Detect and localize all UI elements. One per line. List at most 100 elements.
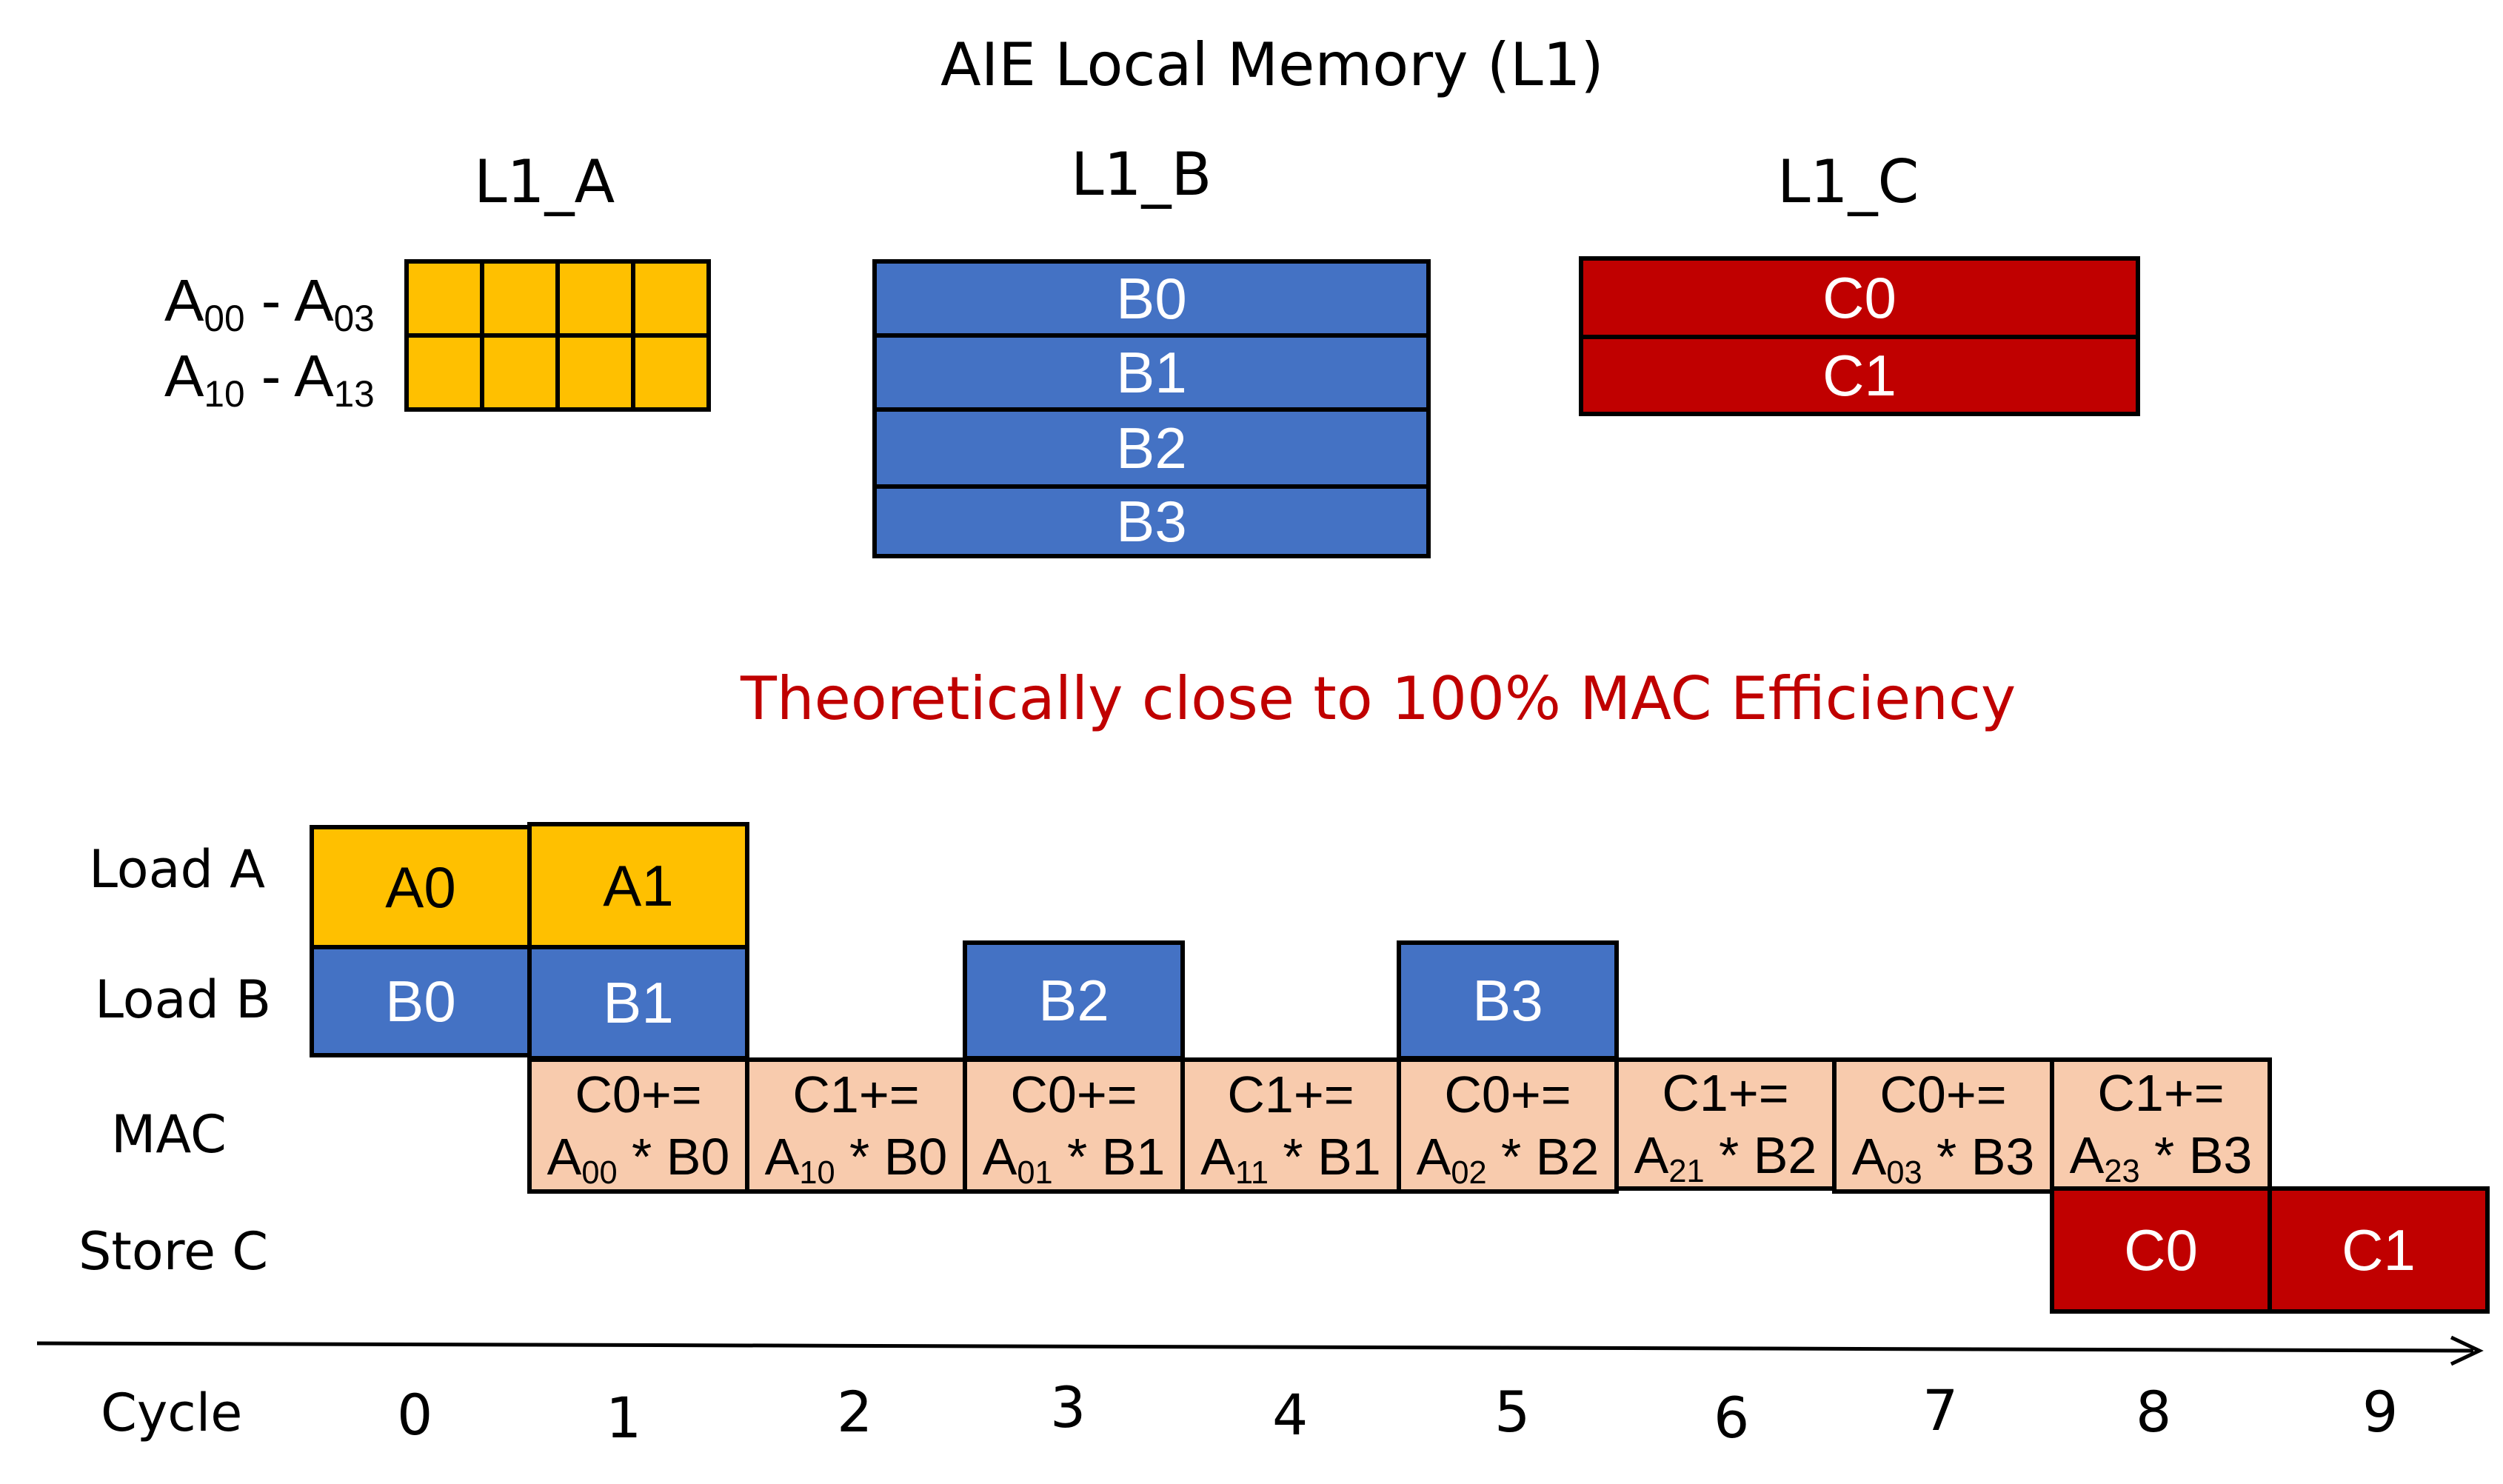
mac-op-sign: * xyxy=(1486,1128,1536,1186)
mac-op-expr: A23 * B3 xyxy=(2069,1124,2253,1190)
l1-a-row-0-right-sub: 03 xyxy=(333,297,375,339)
load-b-label: B3 xyxy=(1472,967,1543,1033)
mac-a-sub: 03 xyxy=(1886,1155,1922,1191)
memory-title: AIE Local Memory (L1) xyxy=(940,30,1604,99)
l1-a-row-0-left-sub: 00 xyxy=(204,297,245,339)
store-c-label: C1 xyxy=(2342,1217,2416,1283)
efficiency-headline: Theoretically close to 100% MAC Efficien… xyxy=(741,664,2016,733)
mac-op-accum: C0+= xyxy=(1879,1066,2007,1123)
mac-op-accum: C1+= xyxy=(1662,1064,1789,1122)
mac-b: B1 xyxy=(1317,1128,1381,1186)
l1-a-row-1-right: A xyxy=(294,343,334,409)
mac-a: A xyxy=(1200,1128,1235,1186)
mac-op-expr: A03 * B3 xyxy=(1851,1126,2035,1191)
mac-a: A xyxy=(1634,1126,1669,1184)
l1-c-row-label: C0 xyxy=(1822,264,1897,330)
load-b-label: B1 xyxy=(603,969,674,1035)
l1-a-row-1-right-sub: 13 xyxy=(333,372,375,415)
row-label-mac: MAC xyxy=(111,1104,227,1165)
cycle-axis-label: Cycle xyxy=(101,1383,243,1443)
mac-op-expr: A00 * B0 xyxy=(547,1126,730,1191)
l1-a-row-0-sep: - xyxy=(244,267,295,333)
store-c-label: C0 xyxy=(2124,1217,2198,1283)
cycle-tick: 8 xyxy=(2136,1379,2172,1445)
l1-a-row-0-right: A xyxy=(294,267,334,333)
mac-a-sub: 02 xyxy=(1451,1155,1487,1191)
store-c-block: C0 xyxy=(2050,1186,2272,1314)
mac-op-accum: C0+= xyxy=(1010,1066,1137,1123)
mac-op-accum: C0+= xyxy=(1444,1066,1571,1123)
l1-a-row-label-1: A10 - A13 xyxy=(164,341,375,412)
mac-a: A xyxy=(2069,1126,2105,1184)
l1-c-row: C0 xyxy=(1579,256,2140,339)
row-label-load-a: Load A xyxy=(89,839,266,900)
mac-op-expr: A11 * B1 xyxy=(1200,1126,1381,1191)
mac-b: B0 xyxy=(666,1128,730,1186)
load-b-block: B2 xyxy=(963,940,1185,1060)
l1-a-cell xyxy=(555,333,635,412)
mac-op-sign: * xyxy=(1268,1128,1318,1186)
mac-op-accum: C1+= xyxy=(1227,1066,1354,1123)
mac-a: A xyxy=(547,1128,582,1186)
cycle-tick: 2 xyxy=(837,1379,873,1445)
l1-c-title: L1_C xyxy=(1777,147,1919,216)
mac-a-sub: 10 xyxy=(799,1155,835,1191)
mac-a: A xyxy=(1851,1128,1887,1186)
mac-op-sign: * xyxy=(835,1128,884,1186)
cycle-tick: 7 xyxy=(1922,1377,1959,1443)
mac-op: C0+= A03 * B3 xyxy=(1832,1057,2054,1194)
l1-b-row: B3 xyxy=(872,484,1431,558)
l1-c-row: C1 xyxy=(1579,335,2140,416)
cycle-tick: 1 xyxy=(606,1385,642,1451)
l1-b-row: B1 xyxy=(872,333,1431,412)
load-a-label: A0 xyxy=(385,854,456,920)
mac-b: B1 xyxy=(1101,1128,1166,1186)
l1-a-cell xyxy=(631,259,711,338)
mac-op: C1+= A11 * B1 xyxy=(1180,1057,1401,1194)
mac-b: B3 xyxy=(2188,1126,2253,1184)
mac-a-sub: 01 xyxy=(1017,1155,1053,1191)
l1-a-row-0-left: A xyxy=(164,267,204,333)
l1-b-row: B0 xyxy=(872,259,1431,338)
mac-b: B2 xyxy=(1535,1128,1600,1186)
row-label-store-c: Store C xyxy=(78,1221,269,1282)
mac-b: B2 xyxy=(1753,1126,1817,1184)
mac-b: B3 xyxy=(1971,1128,2035,1186)
load-a-block: A1 xyxy=(527,822,749,949)
mac-a-sub: 23 xyxy=(2104,1154,2140,1190)
mac-a: A xyxy=(764,1128,800,1186)
cycle-axis-arrowhead xyxy=(2450,1335,2484,1366)
load-b-label: B0 xyxy=(385,968,456,1034)
l1-a-row-1-left-sub: 10 xyxy=(204,372,245,415)
mac-a-sub: 11 xyxy=(1234,1155,1269,1191)
l1-b-row-label: B2 xyxy=(1116,415,1187,481)
cycle-tick: 5 xyxy=(1494,1379,1531,1445)
load-a-label: A1 xyxy=(603,852,674,918)
l1-b-title: L1_B xyxy=(1071,140,1212,209)
mac-a: A xyxy=(982,1128,1017,1186)
mac-a-sub: 21 xyxy=(1668,1154,1705,1190)
mac-a-sub: 00 xyxy=(581,1155,618,1191)
store-c-block: C1 xyxy=(2268,1186,2490,1314)
mac-op-sign: * xyxy=(1052,1128,1102,1186)
mac-op: C1+= A10 * B0 xyxy=(745,1057,967,1194)
cycle-tick: 4 xyxy=(1272,1382,1309,1448)
l1-a-cell xyxy=(480,333,560,412)
load-b-label: B2 xyxy=(1038,967,1109,1033)
l1-c-row-label: C1 xyxy=(1822,342,1897,408)
cycle-tick: 9 xyxy=(2362,1379,2399,1445)
mac-a: A xyxy=(1416,1128,1451,1186)
l1-a-row-1-sep: - xyxy=(244,343,295,409)
mac-op: C0+= A01 * B1 xyxy=(963,1057,1185,1194)
mac-op-expr: A21 * B2 xyxy=(1634,1124,1817,1190)
cycle-tick: 0 xyxy=(397,1382,433,1448)
mac-op-expr: A01 * B1 xyxy=(982,1126,1166,1191)
load-b-block: B3 xyxy=(1397,940,1619,1060)
cycle-tick: 6 xyxy=(1714,1385,1750,1451)
mac-op-accum: C1+= xyxy=(2097,1064,2225,1122)
l1-a-title: L1_A xyxy=(474,147,615,216)
mac-op-sign: * xyxy=(617,1128,666,1186)
cycle-axis-line xyxy=(36,1341,2474,1353)
